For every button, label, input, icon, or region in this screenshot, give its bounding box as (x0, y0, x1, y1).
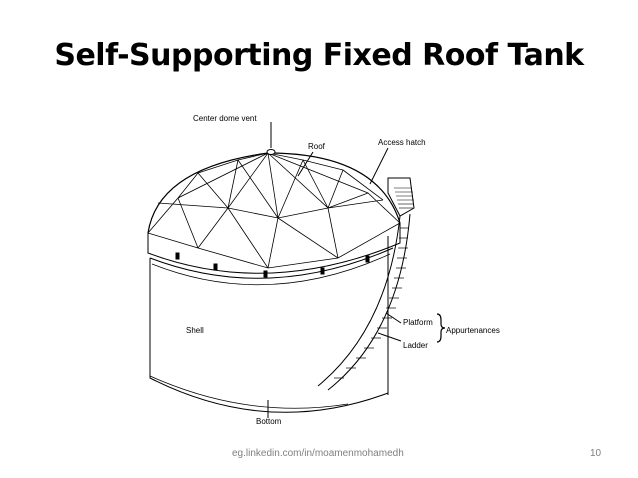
label-appurtenances: Appurtenances (446, 326, 500, 335)
label-roof: Roof (308, 142, 326, 151)
tank-diagram: Center dome vent Roof Access hatch Shell… (138, 108, 508, 426)
label-ladder: Ladder (403, 341, 428, 350)
page-number: 10 (590, 448, 602, 459)
shell-outline (149, 258, 389, 413)
slide-title: Self-Supporting Fixed Roof Tank (54, 38, 584, 73)
label-platform: Platform (403, 318, 433, 327)
label-shell: Shell (186, 326, 204, 335)
tank-illustration: Center dome vent Roof Access hatch Shell… (147, 114, 500, 426)
footer-url: eg.linkedin.com/in/moamenmohamedh (232, 448, 404, 459)
dome-vent (266, 149, 276, 155)
label-center-dome-vent: Center dome vent (193, 114, 257, 123)
label-access-hatch: Access hatch (378, 138, 426, 147)
label-bottom: Bottom (256, 417, 282, 426)
